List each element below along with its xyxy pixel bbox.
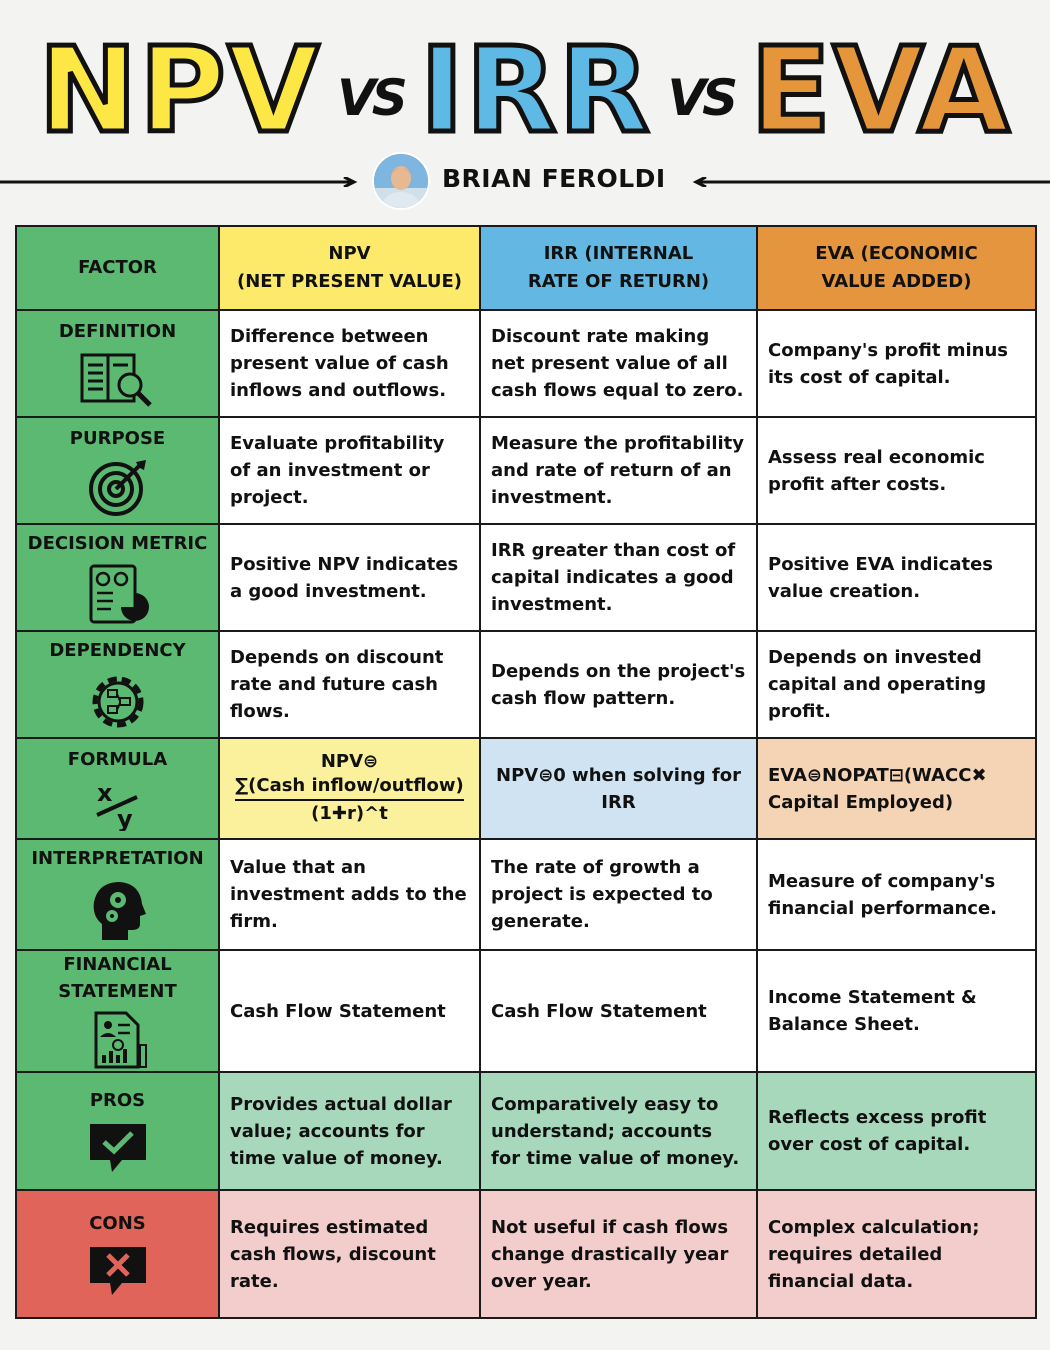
head-gears-icon (93, 882, 146, 940)
factor-label-line1: FINANCIAL (63, 954, 172, 975)
cell-npv: Requires estimated cash flows, discount … (218, 1189, 481, 1319)
factor-interpretation: INTERPRETATION (15, 838, 220, 951)
cell-irr: NPV⊜0 when solving for IRR (479, 737, 758, 840)
cell-eva: Income Statement & Balance Sheet. (756, 949, 1037, 1073)
factor-decision-metric: DECISION METRIC (15, 523, 220, 632)
factor-label: PROS (89, 1089, 146, 1111)
statement-document-icon (94, 1011, 147, 1069)
comparison-table: FACTOR NPV (NET PRESENT VALUE) IRR (INTE… (15, 225, 1037, 1319)
header-eva-line2: VALUE ADDED) (821, 271, 972, 292)
cell-npv: Cash Flow Statement (218, 949, 481, 1073)
svg-text:y: y (117, 805, 133, 831)
cell-eva: Depends on invested capital and operatin… (756, 630, 1037, 739)
document-search-icon (80, 353, 152, 407)
row-interpretation: INTERPRETATION Value that an investment … (15, 838, 1037, 951)
title-eva: EVA (748, 20, 1012, 159)
cell-eva: Complex calculation; requires detailed f… (756, 1189, 1037, 1319)
cell-eva: Reflects excess profit over cost of capi… (756, 1071, 1037, 1191)
header-irr: IRR (INTERNAL RATE OF RETURN) (479, 225, 758, 311)
factor-cons: CONS (15, 1189, 220, 1319)
factor-definition: DEFINITION (15, 309, 220, 418)
row-formula: FORMULA x y NPV⊜ ∑(Cash inflow/outflow) … (15, 737, 1037, 840)
factor-label: CONS (89, 1212, 146, 1234)
row-dependency: DEPENDENCY Depends on discount rate and … (15, 630, 1037, 739)
cell-eva: Company's profit minus its cost of capit… (756, 309, 1037, 418)
target-icon (88, 460, 146, 516)
cell-npv: Difference between present value of cash… (218, 309, 481, 418)
row-cons: CONS Requires estimated cash flows, disc… (15, 1189, 1037, 1319)
page-title: NPV VS IRR VS EVA (0, 22, 1050, 157)
npv-formula-denominator: (1✚r)^t (311, 803, 388, 825)
row-purpose: PURPOSE Evaluate profitability of an inv… (15, 416, 1037, 525)
gear-flow-icon (92, 676, 143, 728)
x-over-y-icon: x y (95, 779, 138, 831)
avatar (374, 154, 428, 208)
author-name: BRIAN FEROLDI (442, 164, 666, 193)
header-factor: FACTOR (15, 225, 220, 311)
report-chart-icon (89, 564, 149, 624)
cell-irr: Measure the profitability and rate of re… (479, 416, 758, 525)
arrow-left-icon (692, 177, 1050, 187)
row-pros: PROS Provides actual dollar value; accou… (15, 1071, 1037, 1191)
factor-purpose: PURPOSE (15, 416, 220, 525)
cell-irr: Discount rate making net present value o… (479, 309, 758, 418)
cell-irr: IRR greater than cost of capital indicat… (479, 523, 758, 632)
cell-eva: EVA⊜NOPAT⊟(WACC✖ Capital Employed) (756, 737, 1037, 840)
check-speech-icon (89, 1123, 146, 1172)
npv-formula-lhs: NPV⊜ (320, 750, 379, 772)
row-decision-metric: DECISION METRIC Positive NPV indicates a… (15, 523, 1037, 632)
cell-npv: Evaluate profitability of an investment … (218, 416, 481, 525)
cell-irr: The rate of growth a project is expected… (479, 838, 758, 951)
cell-eva: Measure of company's financial performan… (756, 838, 1037, 951)
header-npv: NPV (NET PRESENT VALUE) (218, 225, 481, 311)
header-eva: EVA (ECONOMIC VALUE ADDED) (756, 225, 1037, 311)
cell-irr: Cash Flow Statement (479, 949, 758, 1073)
title-vs-2: VS (667, 68, 738, 127)
factor-financial-statement: FINANCIAL STATEMENT (15, 949, 220, 1073)
cell-irr: Depends on the project's cash flow patte… (479, 630, 758, 739)
title-npv: NPV (36, 20, 322, 159)
cell-irr: Comparatively easy to understand; accoun… (479, 1071, 758, 1191)
factor-dependency: DEPENDENCY (15, 630, 220, 739)
factor-label: DEPENDENCY (49, 640, 186, 661)
row-definition: DEFINITION Difference between present va… (15, 309, 1037, 418)
factor-label: PURPOSE (69, 428, 166, 449)
cell-npv: Provides actual dollar value; accounts f… (218, 1071, 481, 1191)
arrow-right-icon (0, 177, 358, 187)
npv-formula: NPV⊜ ∑(Cash inflow/outflow) (1✚r)^t (235, 750, 464, 827)
header-row: FACTOR NPV (NET PRESENT VALUE) IRR (INTE… (15, 225, 1037, 311)
title-irr: IRR (417, 20, 652, 159)
factor-label-line2: STATEMENT (58, 981, 177, 1002)
factor-label: FORMULA (67, 749, 168, 770)
cell-irr: Not useful if cash flows change drastica… (479, 1189, 758, 1319)
npv-formula-numerator: ∑(Cash inflow/outflow) (235, 774, 464, 802)
header-irr-line1: IRR (INTERNAL (543, 243, 694, 265)
cell-npv-formula: NPV⊜ ∑(Cash inflow/outflow) (1✚r)^t (218, 737, 481, 840)
svg-text:x: x (97, 779, 113, 807)
x-speech-icon (89, 1246, 146, 1295)
cell-eva: Positive EVA indicates value creation. (756, 523, 1037, 632)
factor-label: DECISION METRIC (27, 533, 208, 554)
header-npv-line1: NPV (328, 243, 371, 265)
factor-formula: FORMULA x y (15, 737, 220, 840)
byline: BRIAN FEROLDI (0, 150, 1050, 212)
factor-pros: PROS (15, 1071, 220, 1191)
title-vs-1: VS (337, 68, 408, 127)
header-npv-line2: (NET PRESENT VALUE) (237, 271, 462, 292)
factor-label: DEFINITION (58, 321, 177, 342)
row-financial-statement: FINANCIAL STATEMENT Cash Flow Statement … (15, 949, 1037, 1073)
cell-npv: Value that an investment adds to the fir… (218, 838, 481, 951)
factor-label: INTERPRETATION (31, 848, 204, 869)
cell-eva: Assess real economic profit after costs. (756, 416, 1037, 525)
header-irr-line2: RATE OF RETURN) (527, 271, 710, 292)
header-eva-line1: EVA (ECONOMIC (815, 243, 978, 265)
cell-npv: Positive NPV indicates a good investment… (218, 523, 481, 632)
cell-npv: Depends on discount rate and future cash… (218, 630, 481, 739)
